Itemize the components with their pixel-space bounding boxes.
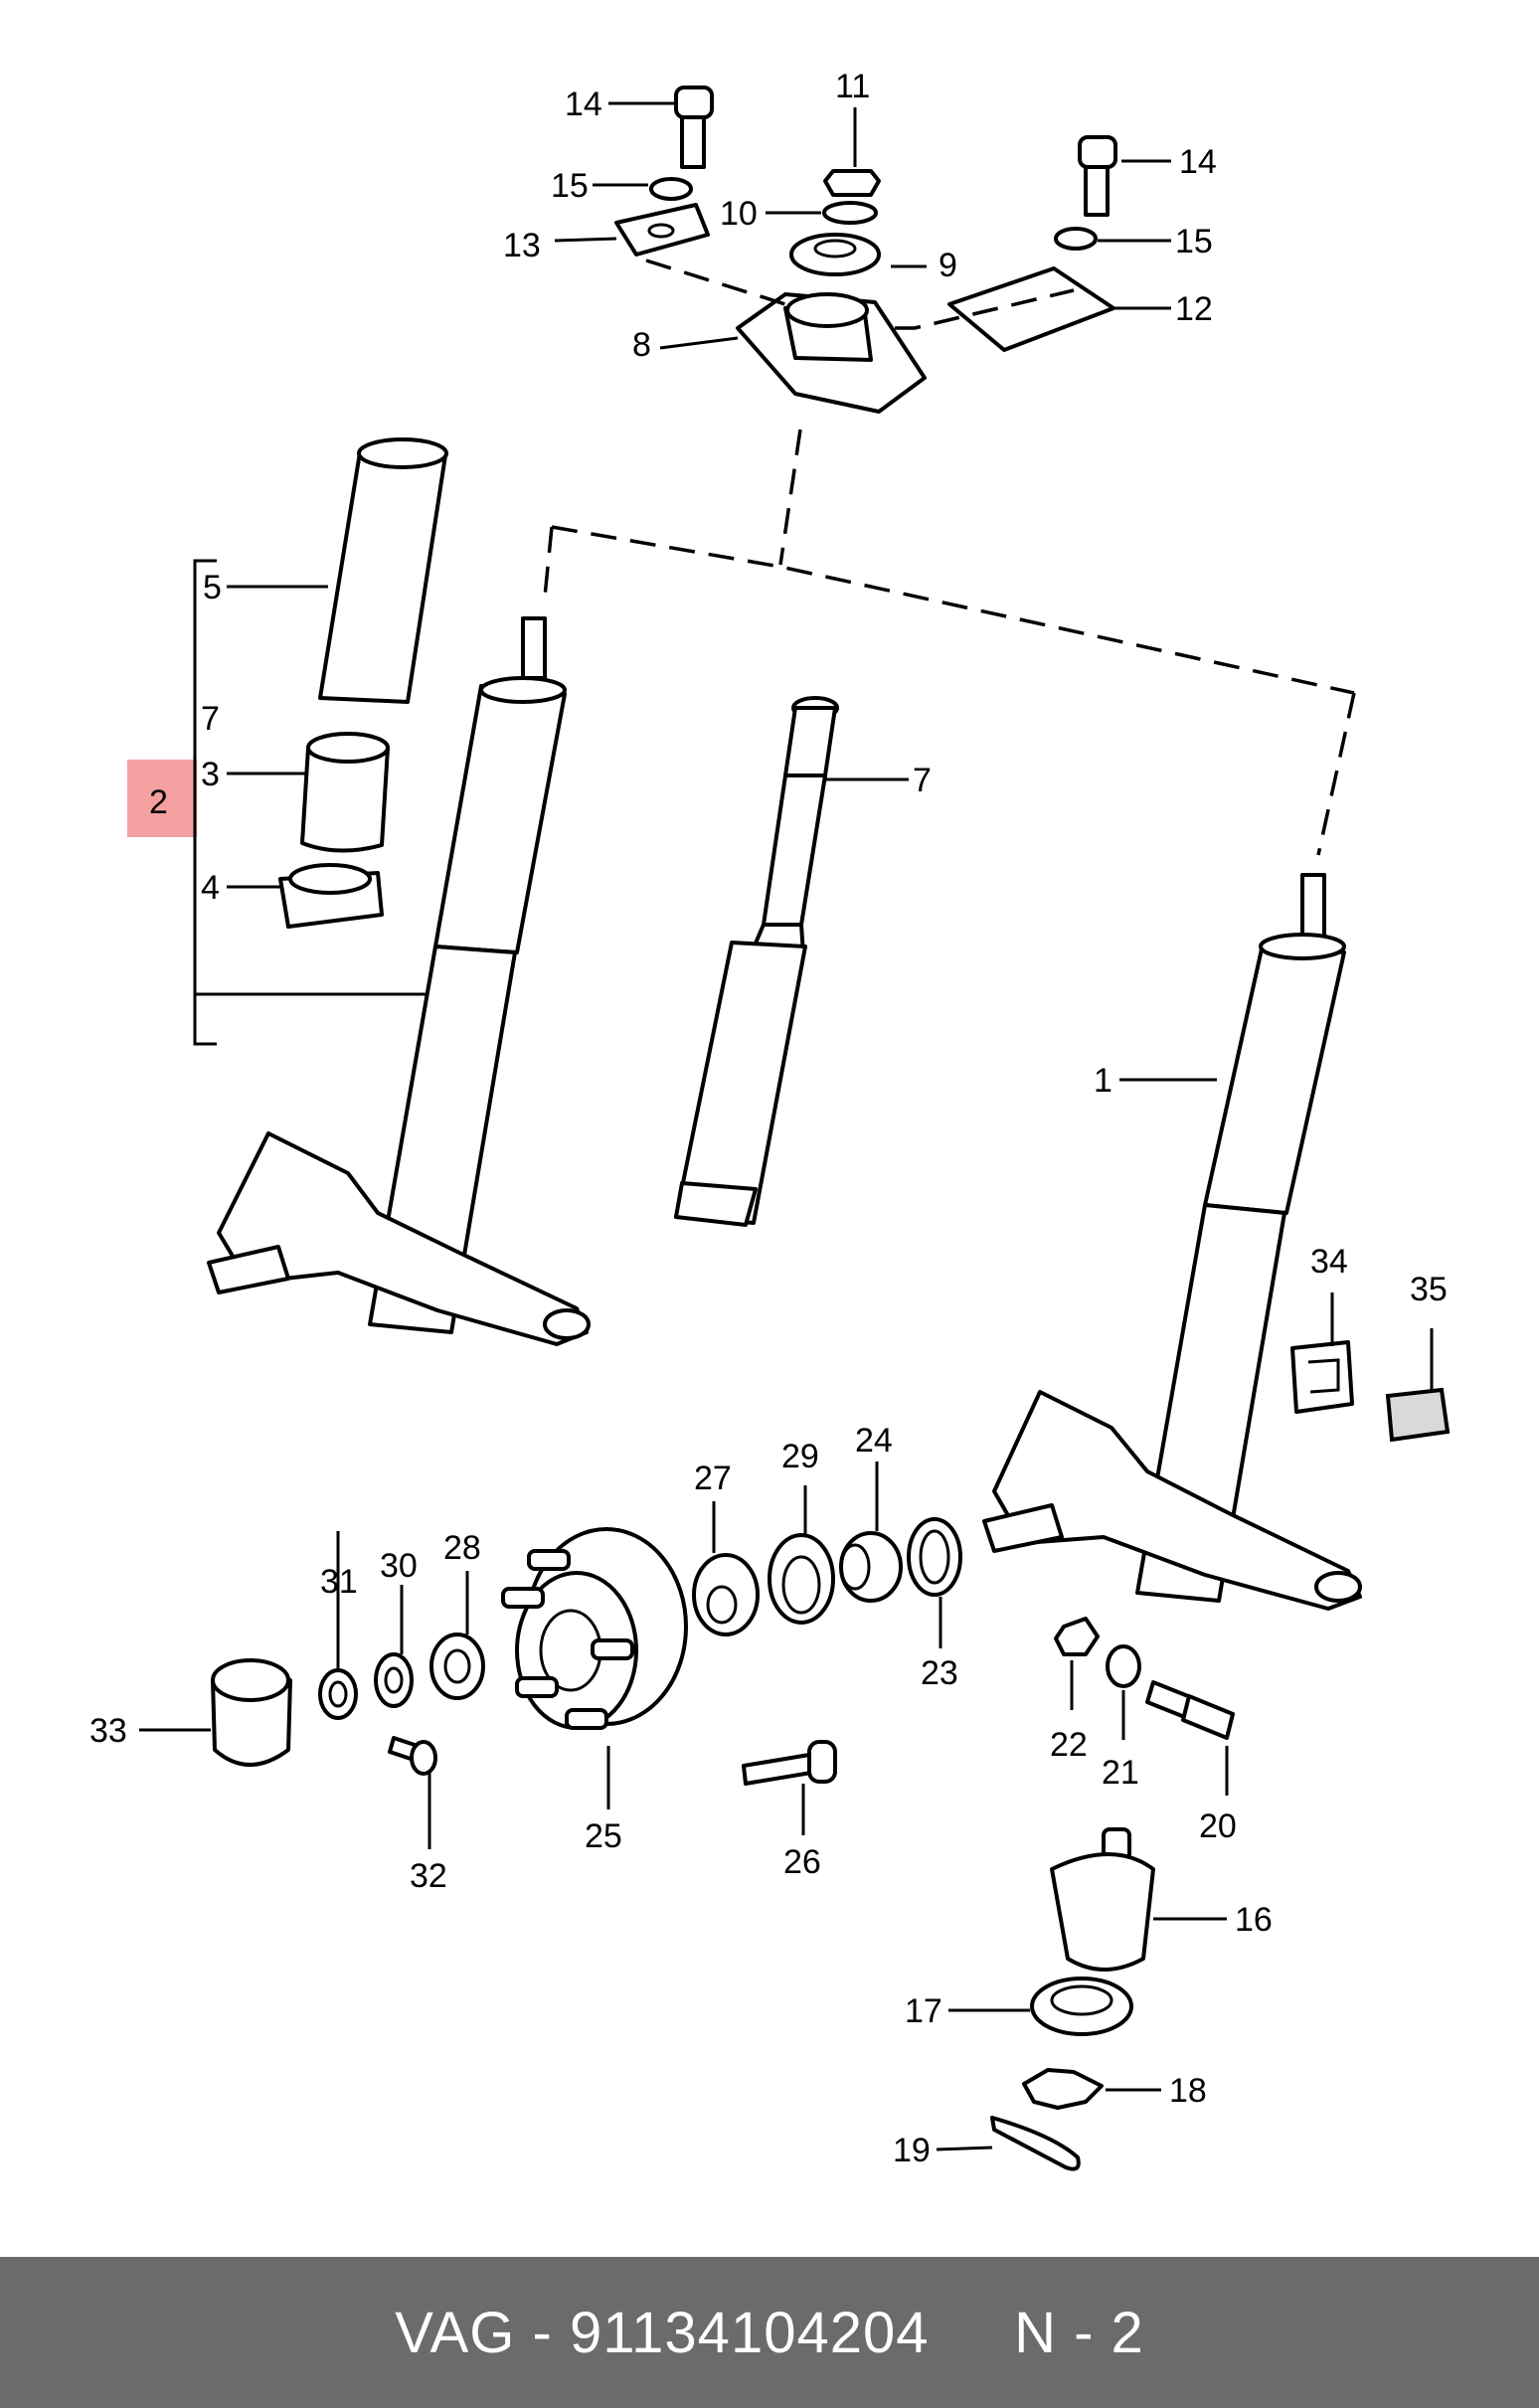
washer-15-right xyxy=(1054,227,1098,251)
callout-15-left: 15 xyxy=(551,167,589,205)
footer-spacer xyxy=(929,2300,1014,2366)
callout-2: 2 xyxy=(149,783,168,821)
callout-18: 18 xyxy=(1169,2072,1207,2110)
callout-34: 34 xyxy=(1310,1243,1348,1281)
nut-11 xyxy=(823,169,881,197)
hub-25 xyxy=(501,1527,688,1730)
plate-13 xyxy=(614,203,710,257)
spring-seat-4 xyxy=(278,863,384,929)
plate-12 xyxy=(947,266,1115,352)
washer-21 xyxy=(1106,1644,1141,1688)
callout-21: 21 xyxy=(1102,1754,1139,1792)
bearing-28 xyxy=(429,1633,485,1700)
callout-10: 10 xyxy=(720,195,758,233)
nut-17 xyxy=(1030,1977,1133,2036)
clip-35 xyxy=(1385,1387,1451,1443)
washer-10 xyxy=(822,201,878,225)
callout-9: 9 xyxy=(939,247,957,284)
strut-left xyxy=(207,616,591,1346)
callout-27: 27 xyxy=(694,1460,732,1497)
footer-bar: VAG - 91134104204 N - 2 xyxy=(0,2257,1539,2408)
callout-25: 25 xyxy=(585,1817,622,1855)
callout-33: 33 xyxy=(89,1712,127,1750)
footer-part-number: VAG - 91134104204 xyxy=(395,2300,930,2365)
callout-30: 30 xyxy=(380,1547,418,1585)
callout-12: 12 xyxy=(1175,290,1213,328)
callout-31: 31 xyxy=(320,1563,358,1601)
callout-24: 24 xyxy=(855,1422,893,1460)
cotter-pin-19 xyxy=(990,2116,1081,2171)
leader-lines xyxy=(139,101,1434,2151)
callout-26: 26 xyxy=(783,1843,821,1881)
footer-page: N - 2 xyxy=(1014,2300,1144,2365)
callout-32: 32 xyxy=(410,1857,447,1895)
bushing-24 xyxy=(839,1531,903,1603)
bearing-9 xyxy=(789,233,881,276)
exploded-parts-diagram: 14 15 13 11 10 9 8 14 15 12 5 7 3 2 4 7 … xyxy=(89,68,1451,2171)
clip-34 xyxy=(1290,1340,1354,1414)
callout-13: 13 xyxy=(503,227,541,264)
callout-14-right: 14 xyxy=(1179,143,1217,181)
callout-29: 29 xyxy=(781,1438,819,1475)
bolt-20 xyxy=(1145,1680,1235,1740)
callout-labels: 14 15 13 11 10 9 8 14 15 12 5 7 3 2 4 7 … xyxy=(89,68,1448,2169)
callout-23: 23 xyxy=(921,1654,958,1692)
callout-17: 17 xyxy=(905,1992,942,2030)
cartridge-7 xyxy=(674,696,839,1227)
ball-joint-16 xyxy=(1050,1827,1155,1972)
boot-5 xyxy=(318,437,448,704)
strut-right-1 xyxy=(982,873,1362,1611)
callout-7-left: 7 xyxy=(201,700,220,738)
bolt-14-right xyxy=(1078,135,1117,217)
cap-33 xyxy=(211,1658,292,1767)
bolt-32 xyxy=(388,1736,437,1776)
callout-35: 35 xyxy=(1410,1271,1448,1308)
bolt-14-left xyxy=(674,86,714,169)
callout-14-left: 14 xyxy=(565,86,602,123)
race-29 xyxy=(768,1533,835,1625)
ring-23 xyxy=(907,1517,962,1597)
highlighted-callout-2 xyxy=(127,760,197,837)
callout-8: 8 xyxy=(632,326,651,364)
callout-5: 5 xyxy=(203,569,222,606)
washer-15-left xyxy=(649,177,693,201)
callout-15-right: 15 xyxy=(1175,223,1213,260)
callout-22: 22 xyxy=(1050,1726,1088,1764)
strut-mount-8 xyxy=(736,292,927,414)
callout-20: 20 xyxy=(1199,1807,1237,1845)
nut-22 xyxy=(1054,1617,1100,1656)
callout-3: 3 xyxy=(201,756,220,793)
bump-stop-3 xyxy=(300,732,390,853)
callout-1: 1 xyxy=(1094,1062,1112,1100)
callout-11: 11 xyxy=(835,68,870,105)
callout-4: 4 xyxy=(201,869,220,907)
bolt-26 xyxy=(742,1740,837,1786)
lock-washer-18 xyxy=(1022,2068,1104,2110)
callout-16: 16 xyxy=(1235,1901,1273,1939)
nut-31 xyxy=(318,1668,358,1720)
callout-7-center: 7 xyxy=(913,762,932,799)
callout-28: 28 xyxy=(443,1529,481,1567)
washer-30 xyxy=(374,1652,414,1708)
bearing-27 xyxy=(692,1553,760,1636)
callout-19: 19 xyxy=(893,2132,931,2169)
